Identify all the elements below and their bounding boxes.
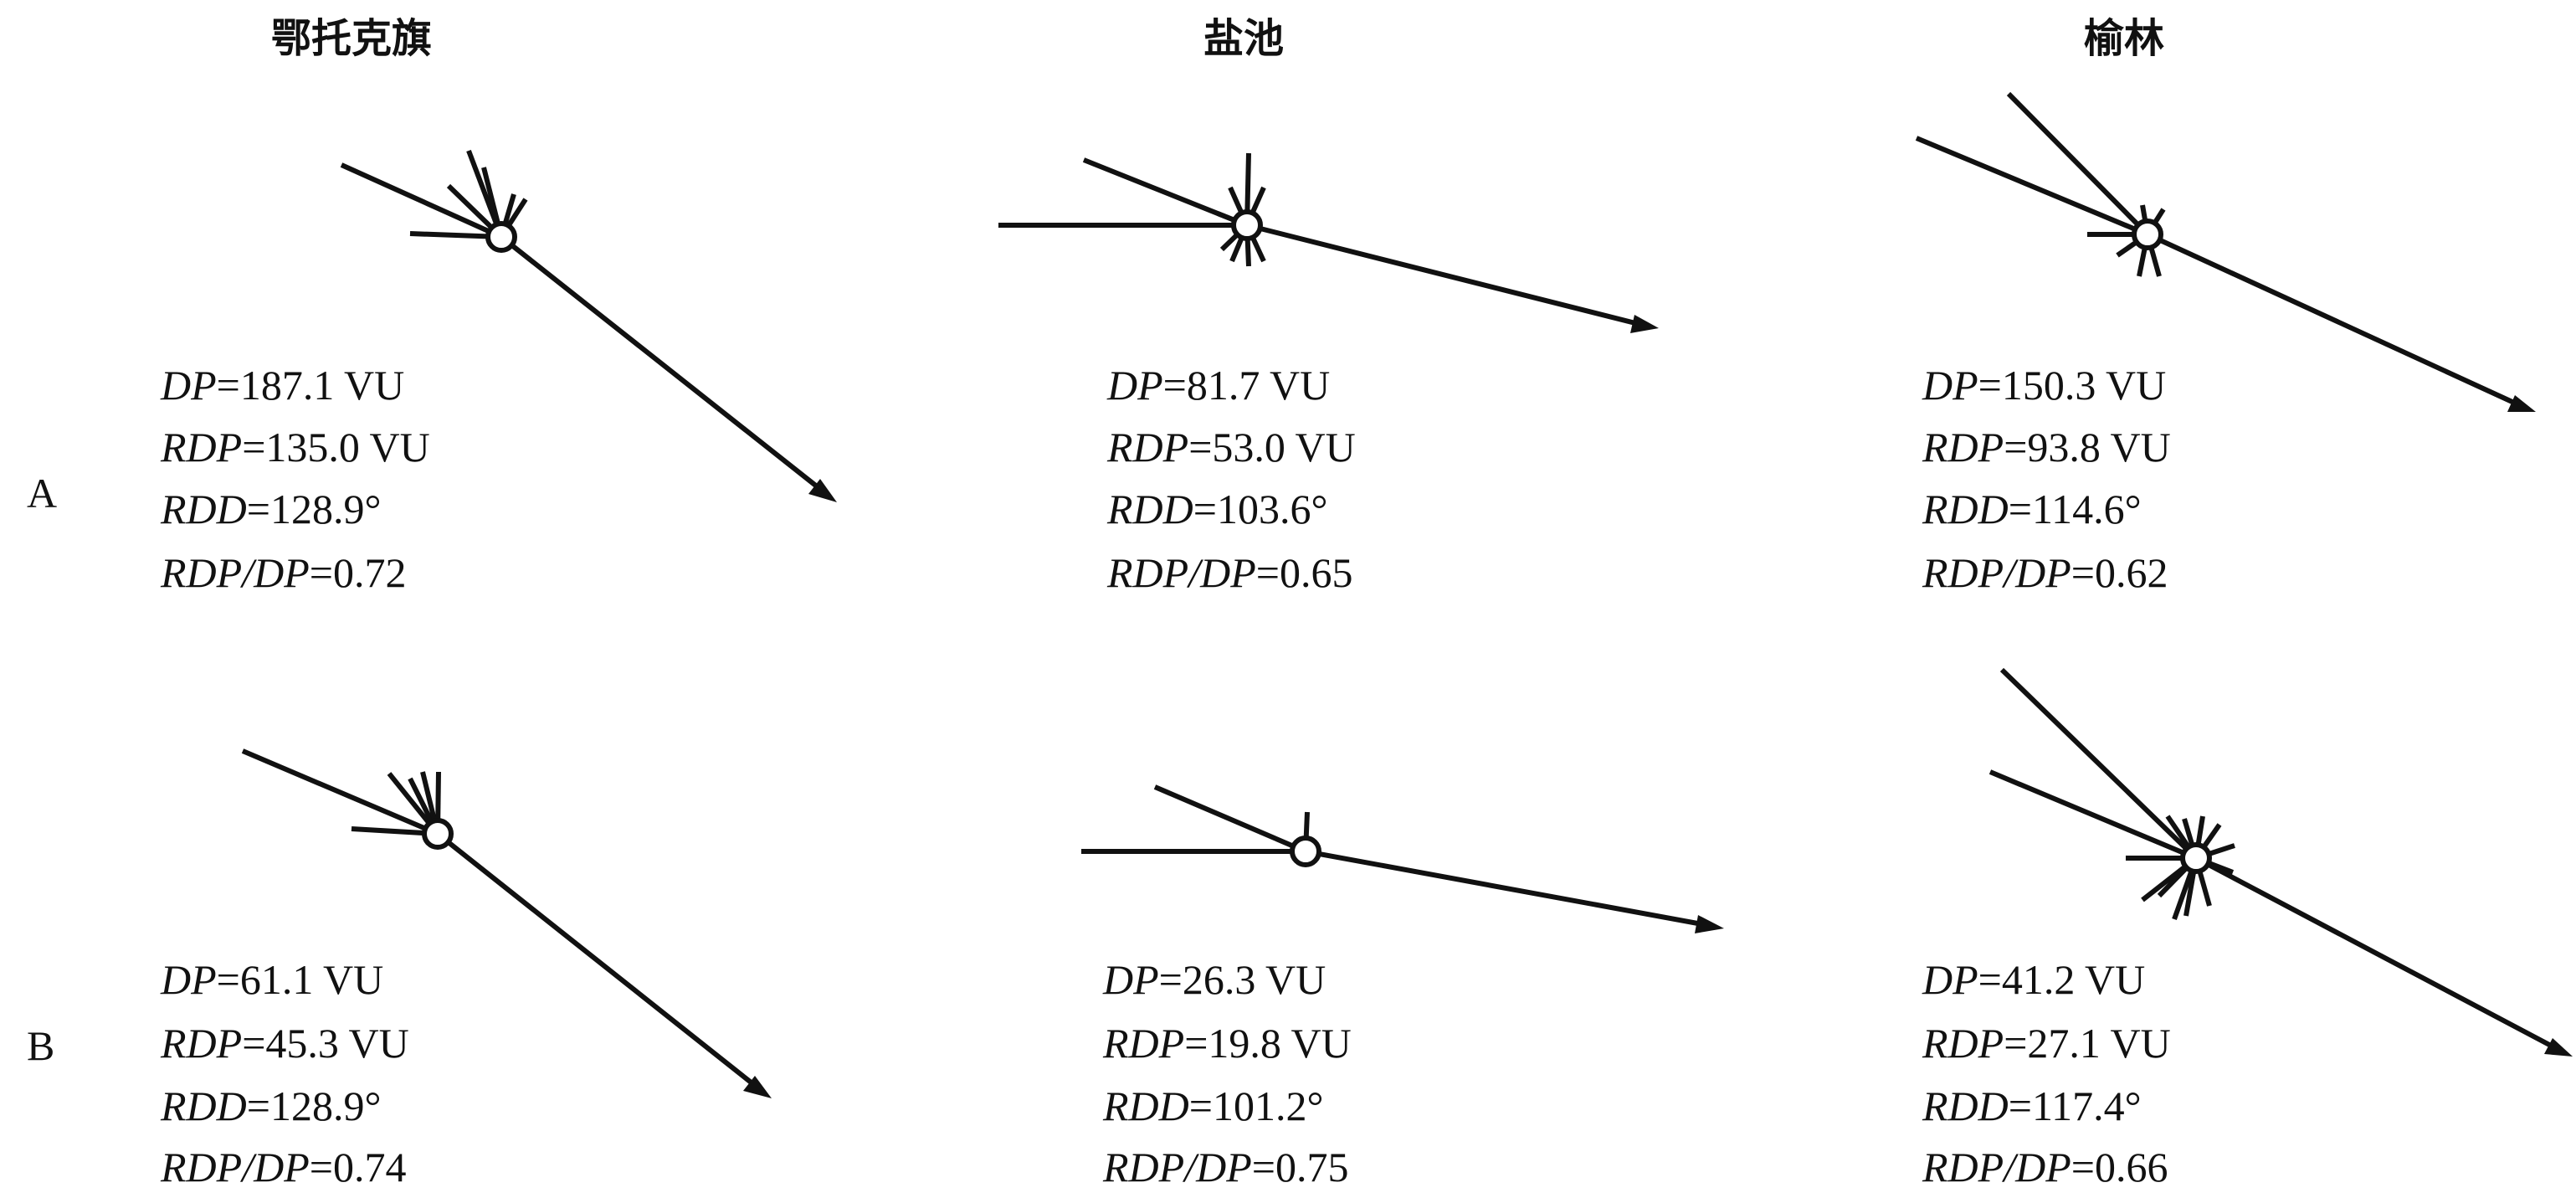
rdp-value: RDP=45.3 VU <box>160 1020 409 1067</box>
ratio-value: RDP/DP=0.72 <box>160 549 406 596</box>
dp-value: DP=41.2 VU <box>1922 956 2145 1003</box>
resultant-arrowhead <box>2544 1038 2573 1057</box>
dp-value: DP=61.1 VU <box>160 956 383 1003</box>
rdd-value: RDD=101.2° <box>1102 1082 1323 1129</box>
rdp-value: RDP=53.0 VU <box>1106 424 1356 470</box>
resultant-arrowhead <box>743 1076 772 1098</box>
site-title-otog: 鄂托克旗 <box>271 15 432 62</box>
resultant-arrowhead <box>1695 915 1724 933</box>
resultant-arrowhead <box>2507 395 2536 412</box>
stats-b-yulin: DP=41.2 VU RDP=27.1 VU RDD=117.4° RDP/DP… <box>1922 956 2171 1190</box>
rose-center <box>2132 219 2163 250</box>
rdp-value: RDP=135.0 VU <box>160 424 430 470</box>
rdp-value: RDP=93.8 VU <box>1922 424 2171 470</box>
row-label-b: B <box>27 1022 54 1069</box>
ratio-value: RDP/DP=0.66 <box>1922 1144 2168 1190</box>
rdd-value: RDD=128.9° <box>160 1082 381 1129</box>
ratio-value: RDP/DP=0.74 <box>160 1144 406 1190</box>
stats-a-yulin: DP=150.3 VU RDP=93.8 VU RDD=114.6° RDP/D… <box>1922 362 2171 596</box>
rdp-value: RDP=27.1 VU <box>1922 1020 2171 1067</box>
row-label-a: A <box>27 470 57 517</box>
rdd-value: RDD=103.6° <box>1106 486 1327 532</box>
resultant-arrowhead <box>1630 315 1659 333</box>
rdp-value: RDP=19.8 VU <box>1102 1020 1352 1067</box>
rose-a-yanchi <box>998 152 1659 333</box>
stats-a-otog: DP=187.1 VU RDP=135.0 VU RDD=128.9° RDP/… <box>160 362 430 596</box>
rose-center <box>2180 842 2212 874</box>
rose-center <box>485 221 517 253</box>
rose-b-otog <box>241 748 772 1098</box>
ratio-value: RDP/DP=0.75 <box>1102 1144 1348 1190</box>
site-title-yanchi: 盐池 <box>1203 15 1284 62</box>
rose-center <box>422 818 454 850</box>
stats-b-otog: DP=61.1 VU RDP=45.3 VU RDD=128.9° RDP/DP… <box>160 956 409 1190</box>
stats-a-yanchi: DP=81.7 VU RDP=53.0 VU RDD=103.6° RDP/DP… <box>1106 362 1356 596</box>
rose-center <box>1231 209 1263 241</box>
ratio-value: RDP/DP=0.62 <box>1922 549 2168 596</box>
rose-a-yulin <box>1915 91 2536 412</box>
dp-value: DP=150.3 VU <box>1922 362 2166 409</box>
rdd-value: RDD=114.6° <box>1922 486 2142 532</box>
dp-value: DP=81.7 VU <box>1106 362 1330 409</box>
rdd-value: RDD=117.4° <box>1922 1082 2142 1129</box>
resultant-arrowhead <box>808 479 837 502</box>
rose-a-otog <box>340 149 837 502</box>
stats-b-yanchi: DP=26.3 VU RDP=19.8 VU RDD=101.2° RDP/DP… <box>1102 956 1352 1190</box>
rdd-value: RDD=128.9° <box>160 486 381 532</box>
rose-b-yulin <box>1988 667 2573 1057</box>
site-title-yulin: 榆林 <box>2084 15 2164 62</box>
dp-value: DP=26.3 VU <box>1102 956 1326 1003</box>
ratio-value: RDP/DP=0.65 <box>1106 549 1352 596</box>
rose-center <box>1290 836 1321 867</box>
dp-value: DP=187.1 VU <box>160 362 404 409</box>
rose-b-yanchi <box>1081 784 1724 933</box>
